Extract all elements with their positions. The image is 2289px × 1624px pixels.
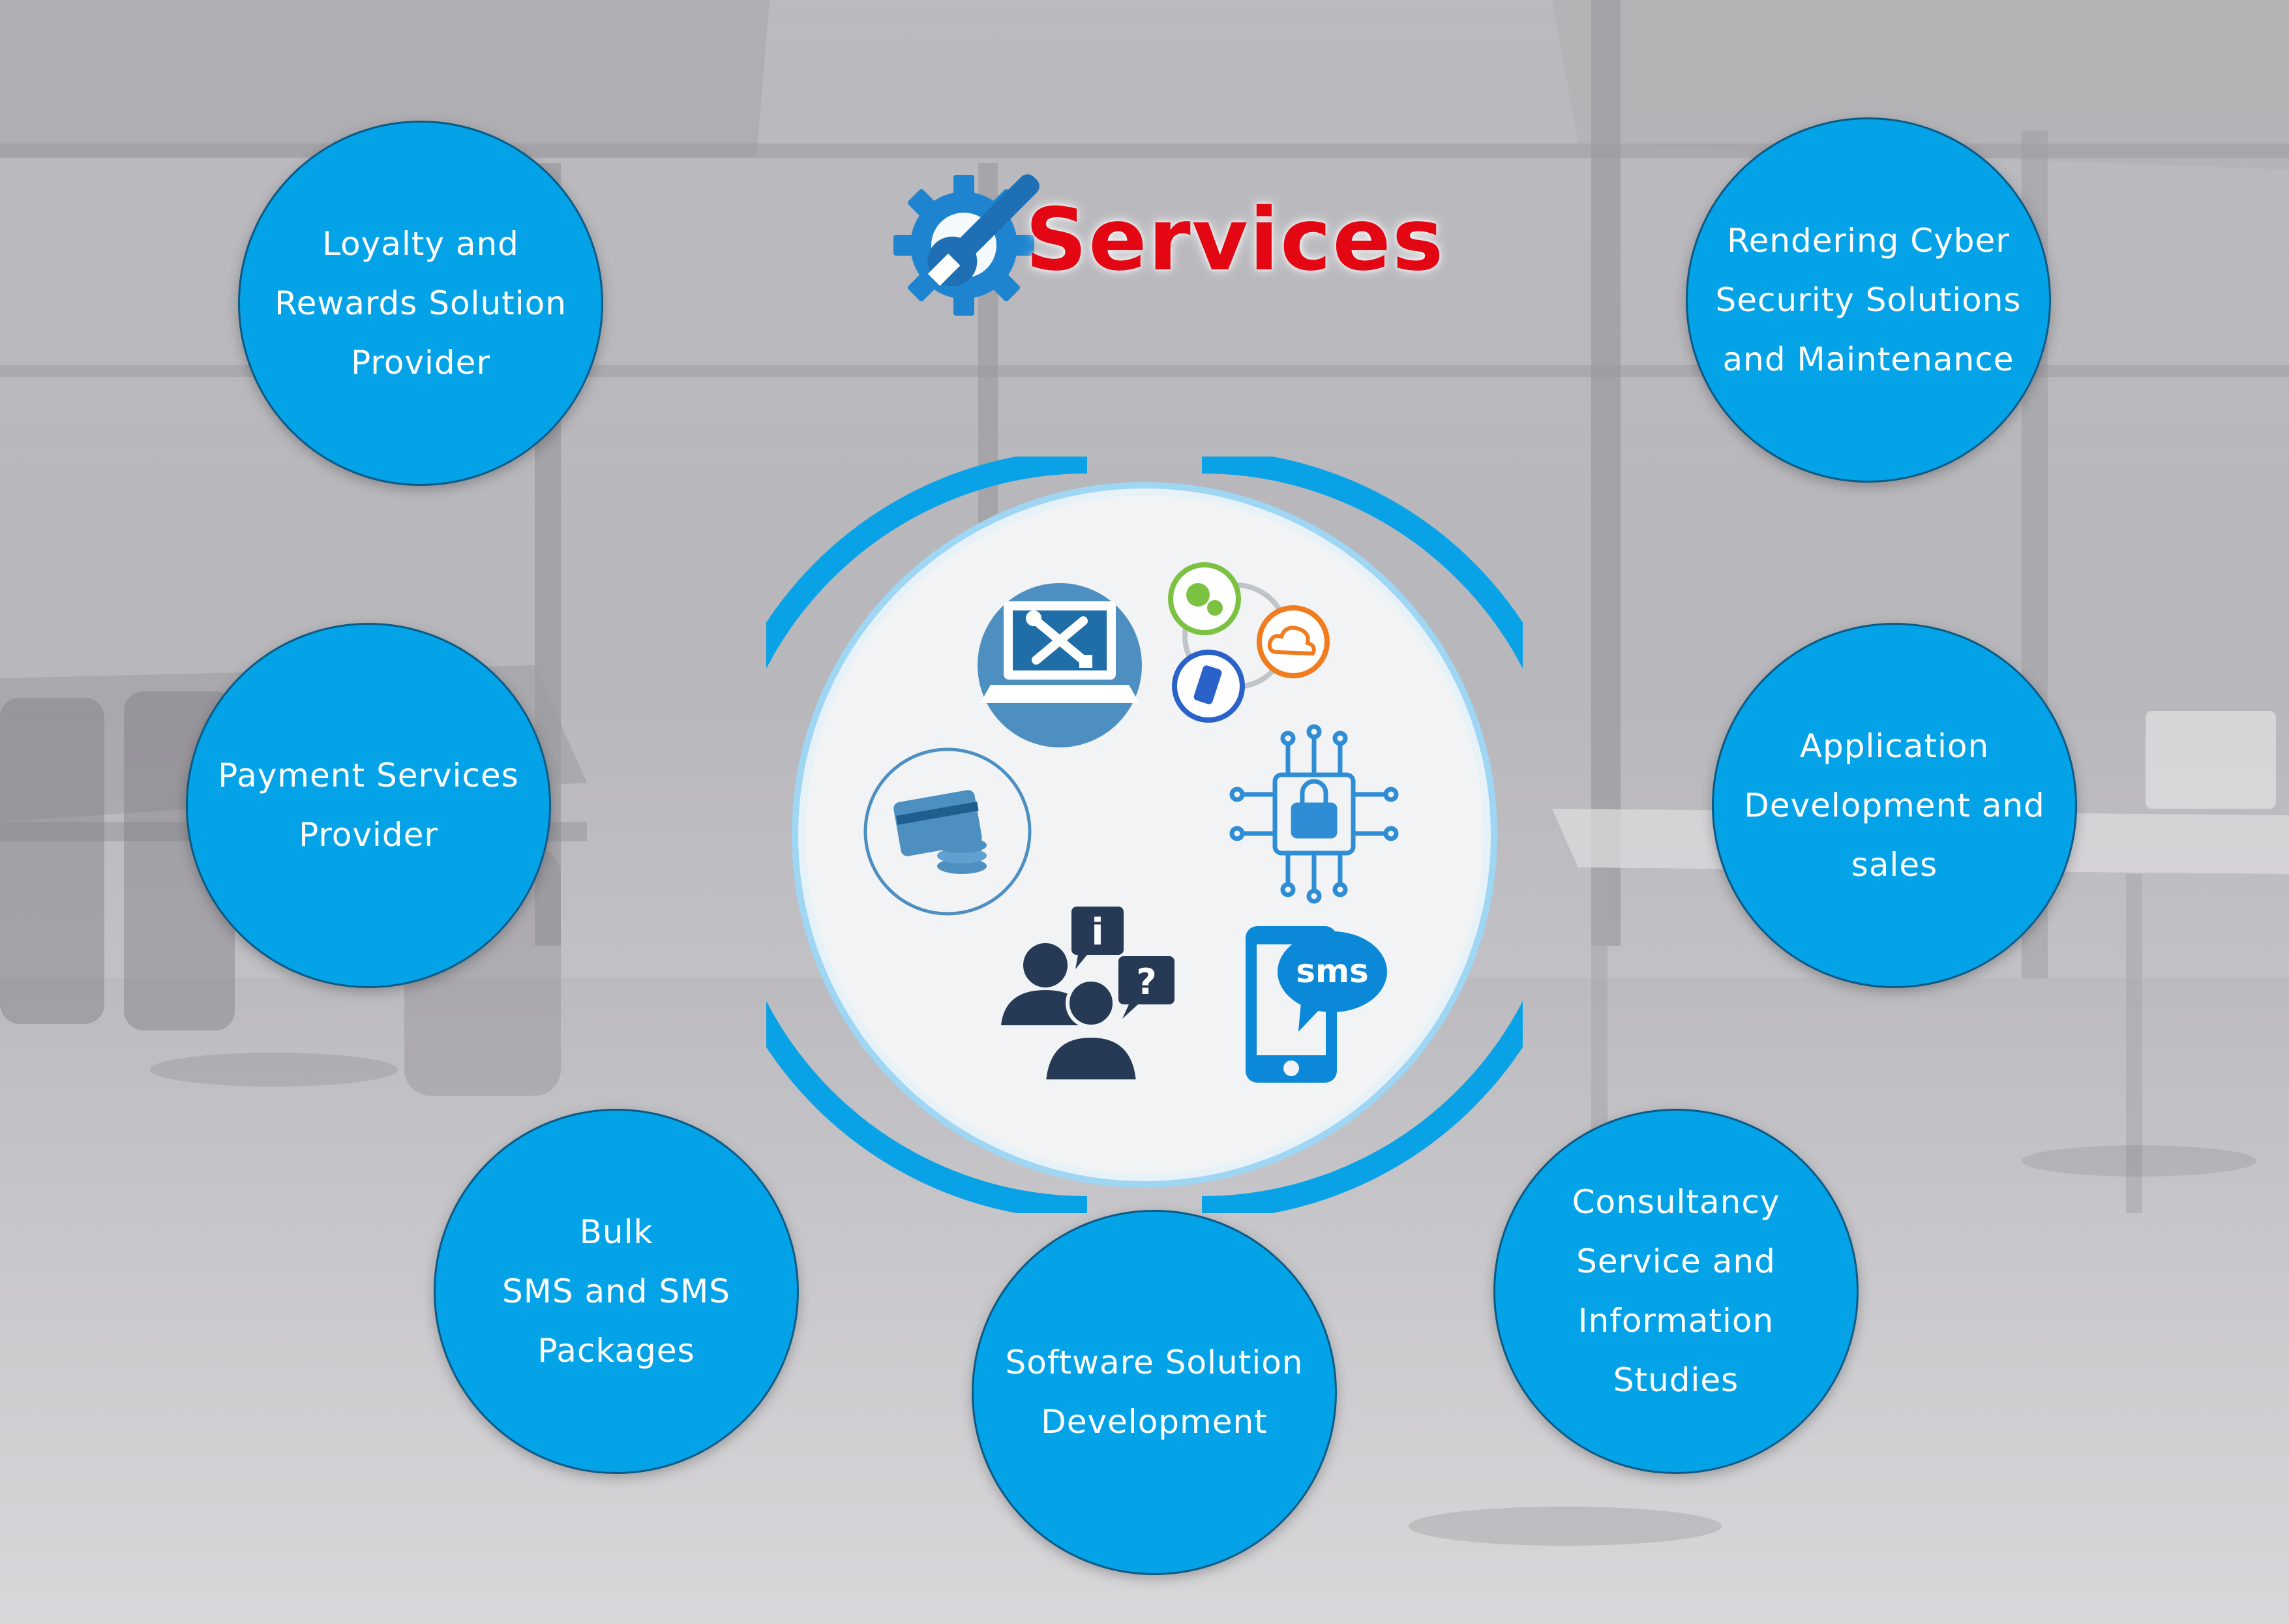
support-chat-icon: i ?	[1001, 907, 1174, 1083]
services-title: Services	[887, 170, 1443, 326]
sms-phone-icon: sms	[1246, 926, 1387, 1083]
security-chip-icon	[1229, 724, 1399, 904]
question-glyph: ?	[1136, 961, 1156, 1002]
central-hub: i ? sms	[766, 457, 1523, 1213]
info-glyph: i	[1091, 911, 1103, 954]
laptop-tools-icon	[978, 583, 1142, 747]
sms-label: sms	[1296, 952, 1369, 990]
service-label: Payment Services Provider	[218, 757, 519, 854]
service-label: Bulk SMS and SMS Packages	[501, 1212, 731, 1370]
service-payment-services: Payment Services Provider	[186, 623, 551, 988]
service-label: Loyalty and Rewards Solution Provider	[275, 224, 567, 382]
service-application-development: Application Development and sales	[1712, 623, 2077, 988]
service-software-solution: Software Solution Development	[972, 1210, 1337, 1575]
gear-wrench-icon	[893, 174, 1040, 316]
service-loyalty-rewards: Loyalty and Rewards Solution Provider	[238, 121, 603, 486]
service-label: Application Development and sales	[1744, 727, 2045, 884]
cloud-network-icon	[1168, 562, 1330, 723]
title-text: Services	[1025, 190, 1445, 290]
service-cyber-security: Rendering Cyber Security Solutions and M…	[1686, 117, 2051, 483]
service-bulk-sms: Bulk SMS and SMS Packages	[434, 1109, 799, 1474]
credit-card-coins-icon	[863, 747, 1032, 916]
service-label: Software Solution Development	[1005, 1344, 1304, 1441]
service-label: Consultancy Service and Information Stud…	[1572, 1183, 1780, 1399]
service-label: Rendering Cyber Security Solutions and M…	[1715, 221, 2022, 378]
service-consultancy: Consultancy Service and Information Stud…	[1493, 1109, 1859, 1474]
